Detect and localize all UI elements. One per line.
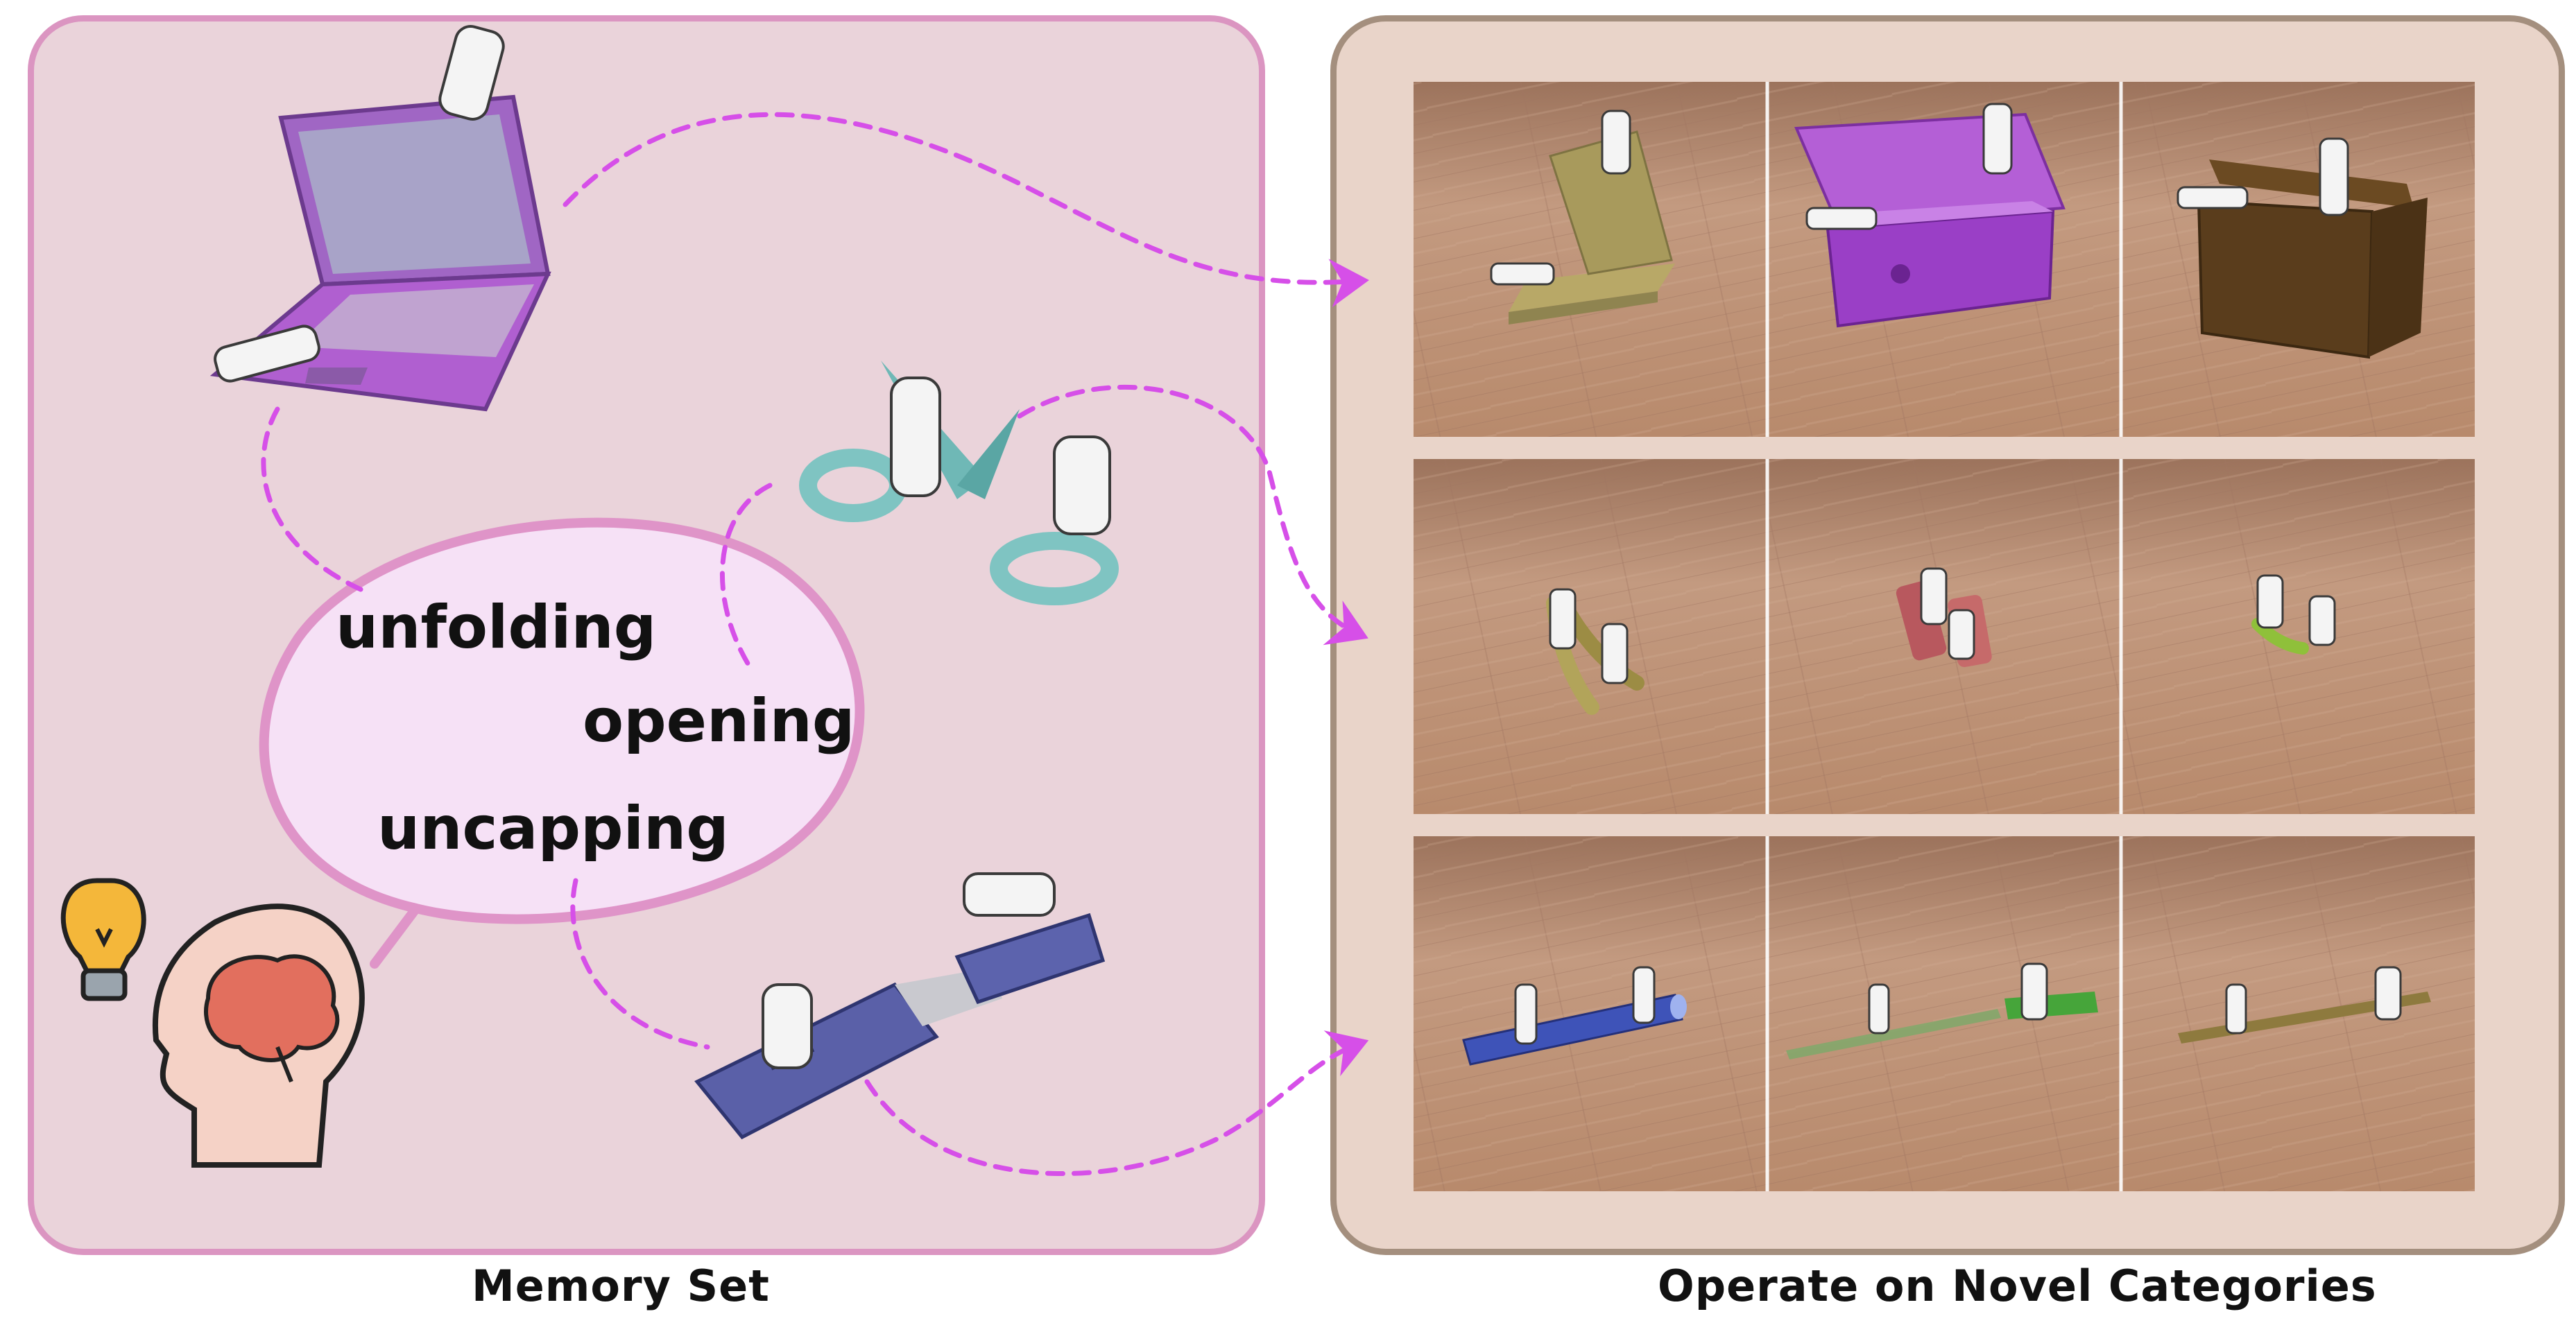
memory-set-caption: Memory Set: [472, 1261, 770, 1311]
speech-bubble: [259, 517, 865, 969]
scissors-grippers: [890, 377, 1111, 535]
word-opening: opening: [583, 686, 855, 756]
word-unfolding: unfolding: [336, 593, 657, 662]
arrow-unfolding: [563, 112, 1369, 308]
laptop-grippers: [214, 25, 505, 383]
blue-pen-object: [1462, 994, 1687, 1066]
gripper-glyphs: [1490, 103, 2402, 1045]
link-laptop: [261, 406, 363, 592]
lightbulb-icon: [60, 878, 146, 1001]
laptop-object: [209, 94, 551, 412]
word-uncapping: uncapping: [377, 794, 729, 863]
link-scissors: [719, 483, 773, 668]
brain-head-icon: [152, 903, 365, 1168]
usb-grippers: [762, 872, 1056, 1069]
link-usb: [570, 878, 710, 1050]
novel-categories-caption: Operate on Novel Categories: [1658, 1261, 2377, 1311]
wooden-box-object: [2197, 159, 2428, 359]
bubble-links: [261, 406, 773, 1050]
usb-stick-object: HL: [694, 913, 1106, 1140]
transfer-arrows: [563, 112, 1369, 1176]
arrow-uncapping: [864, 1030, 1369, 1176]
arrow-opening: [1017, 384, 1368, 646]
pizza-box-object: [1509, 130, 1675, 325]
